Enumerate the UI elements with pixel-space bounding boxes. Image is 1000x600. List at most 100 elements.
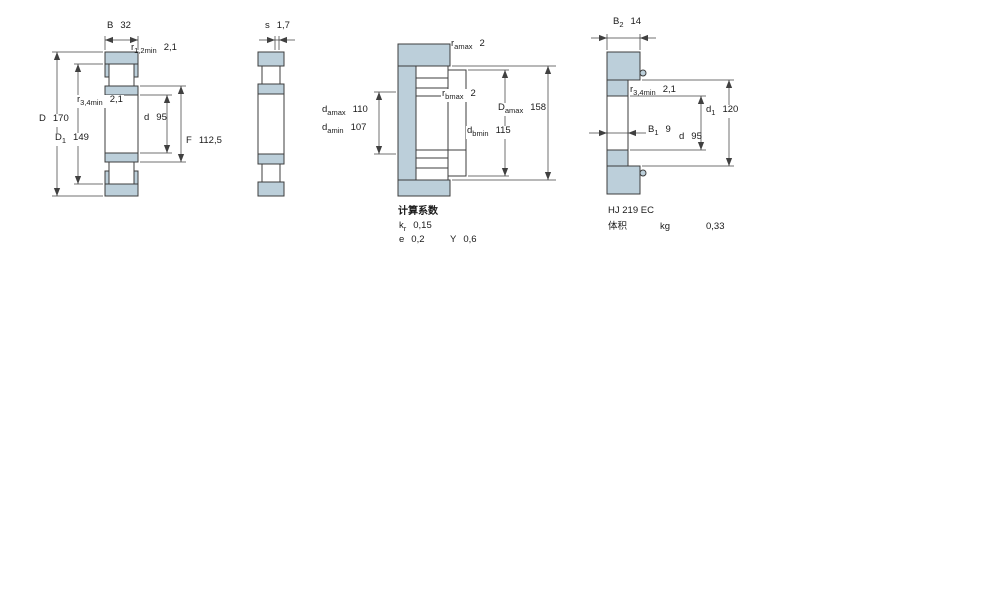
dim-value: 112,5 <box>198 135 222 146</box>
mass-unit: kg <box>660 221 671 232</box>
dim-value: 149 <box>73 132 89 143</box>
mounted-angle-ring-bottom <box>447 149 467 177</box>
detail-outer-ring-top <box>257 51 285 67</box>
dim-symbol: D <box>55 132 62 143</box>
dim-value: 2 <box>479 38 485 49</box>
dim-B2-lines <box>591 34 656 50</box>
dim-symbol: r <box>451 38 455 49</box>
factor-value: 0,6 <box>463 234 477 245</box>
angle-ring-lip-bottom <box>639 169 647 177</box>
dim-subscript: 3,4min <box>633 87 656 97</box>
dim-subscript: amax <box>504 105 524 115</box>
dim-B-lines <box>104 36 139 50</box>
dim-db-lines <box>468 69 509 177</box>
dim-d1-label: d1 120 <box>705 104 740 118</box>
factor-symbol: Y <box>450 234 457 245</box>
dim-subscript: amax <box>327 107 346 117</box>
dim-value: 32 <box>120 20 131 31</box>
figure-detail-dimension-lines <box>259 36 295 50</box>
dim-subscript: bmax <box>445 91 464 101</box>
angle-ring-flange-bottom <box>606 165 641 195</box>
dim-symbol: d <box>467 125 473 136</box>
roller-bottom <box>108 161 135 185</box>
figure-main-bearing <box>104 51 139 197</box>
dim-subscript: 3,4min <box>80 97 103 107</box>
factor-e-label: e 0,2 <box>399 234 425 248</box>
factor-value: 0,15 <box>413 220 432 231</box>
dim-symbol: B <box>648 124 655 135</box>
dim-symbol: s <box>265 20 270 31</box>
dim-symbol: F <box>186 135 192 146</box>
dim-subscript: amin <box>327 125 344 135</box>
factor-value: 0,2 <box>411 234 425 245</box>
dim-d1-lines <box>642 79 734 167</box>
dim-value: 115 <box>495 125 511 136</box>
angle-ring-sleeve-top <box>606 79 629 97</box>
factor-Y-label: Y 0,6 <box>450 234 477 248</box>
dim-value: 110 <box>352 104 368 115</box>
outer-ring-flange-right-bottom <box>133 170 139 185</box>
dim-B-label: B 32 <box>107 20 131 34</box>
mounted-bearing-bottom <box>415 149 449 181</box>
dim-value: 107 <box>350 122 367 133</box>
dim-s-lines <box>259 36 295 50</box>
figure-angle-ring <box>606 51 647 195</box>
dim-value: 2,1 <box>662 84 676 95</box>
detail-inner-ring-top <box>257 83 285 95</box>
figure-main-dimension-lines <box>52 36 186 197</box>
factor-symbol: k <box>399 220 404 231</box>
detail-roller-bottom <box>261 163 281 183</box>
dim-symbol: d <box>322 104 328 115</box>
dim-value: 2 <box>470 88 476 99</box>
dim-value: 95 <box>691 131 702 142</box>
factor-symbol: e <box>399 234 405 245</box>
ring-designation: HJ 219 EC <box>608 205 654 216</box>
dim-symbol: B <box>107 20 114 31</box>
dim-da-max-label: damax 110 <box>322 104 368 118</box>
dim-symbol: r <box>442 88 446 99</box>
dim-symbol: r <box>630 84 634 95</box>
dim-D-label: D 170 <box>38 113 70 127</box>
dim-value: 9 <box>665 124 671 135</box>
dim-d-lines <box>140 94 172 154</box>
detail-inner-ring-bottom <box>257 153 285 165</box>
dim-symbol: r <box>131 42 135 53</box>
factor-kr-label: kr 0,15 <box>399 220 432 234</box>
mass-label: 体积 <box>608 221 628 232</box>
housing-shoulder-top <box>397 43 451 67</box>
angle-ring-flange-top <box>606 51 641 81</box>
dim-value: 170 <box>52 113 69 124</box>
shaft-shoulder-column <box>397 43 417 197</box>
inner-ring-bottom <box>104 152 139 163</box>
figure-abutment-dimension-lines <box>374 65 556 181</box>
dim-value: 2,1 <box>163 42 177 53</box>
factor-subscript: r <box>403 223 407 233</box>
outer-ring-flange-left-top <box>104 63 110 78</box>
dim-symbol: D <box>498 102 505 113</box>
mass-value: 0,33 <box>706 221 725 232</box>
dim-symbol: D <box>39 113 46 124</box>
dim-subscript: 1 <box>711 107 716 117</box>
detail-roller-top <box>261 65 281 85</box>
outer-ring-flange-left-bottom <box>104 170 110 185</box>
dim-D1-lines <box>74 63 103 185</box>
dim-symbol: d <box>679 131 685 142</box>
roller-top <box>108 63 135 87</box>
dim-d-bore-lines <box>630 95 706 151</box>
dim-F-lines <box>140 85 186 163</box>
dim-da-lines <box>374 91 396 155</box>
dim-value: 120 <box>722 104 739 115</box>
dim-subscript: 1 <box>61 135 67 145</box>
dim-symbol: d <box>706 104 712 115</box>
dim-rb-label: rbmax 2 <box>441 88 477 102</box>
dim-value: 14 <box>630 16 642 27</box>
